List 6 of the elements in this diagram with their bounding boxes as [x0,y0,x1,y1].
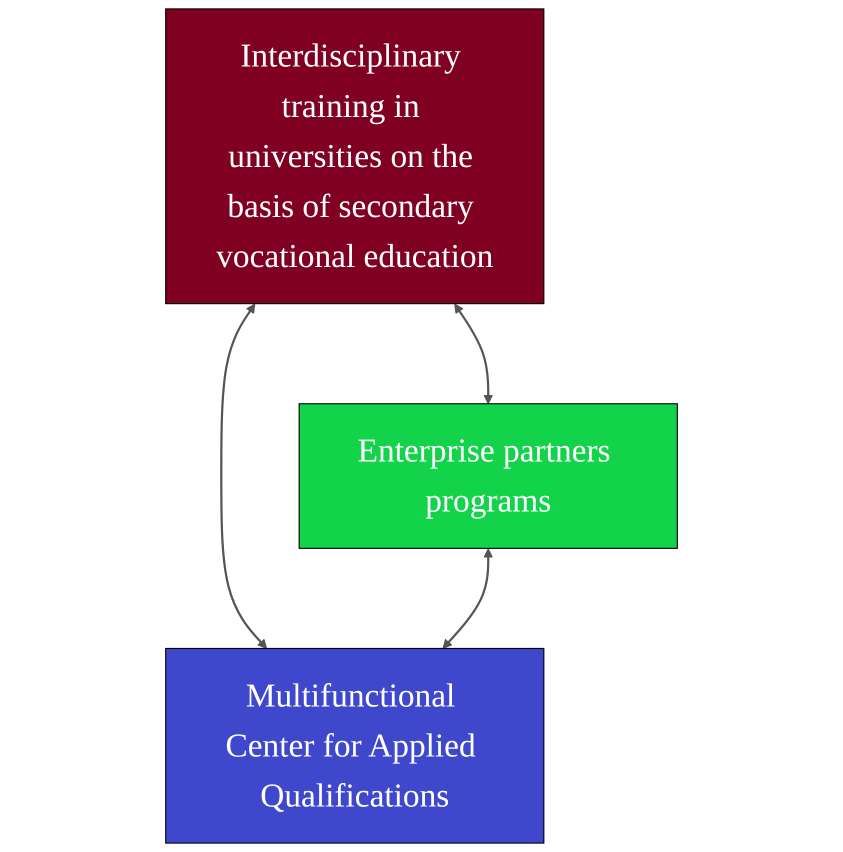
arrow [220,304,268,649]
arrow [454,304,494,404]
node-box: Interdisciplinary training in universities on the basis of secondary vocational education [165,8,544,304]
node-box: Enterprise partners programs [298,403,678,549]
node-box: Multifunctional Center for Applied Qualifications [165,648,544,844]
arrow [442,548,494,649]
